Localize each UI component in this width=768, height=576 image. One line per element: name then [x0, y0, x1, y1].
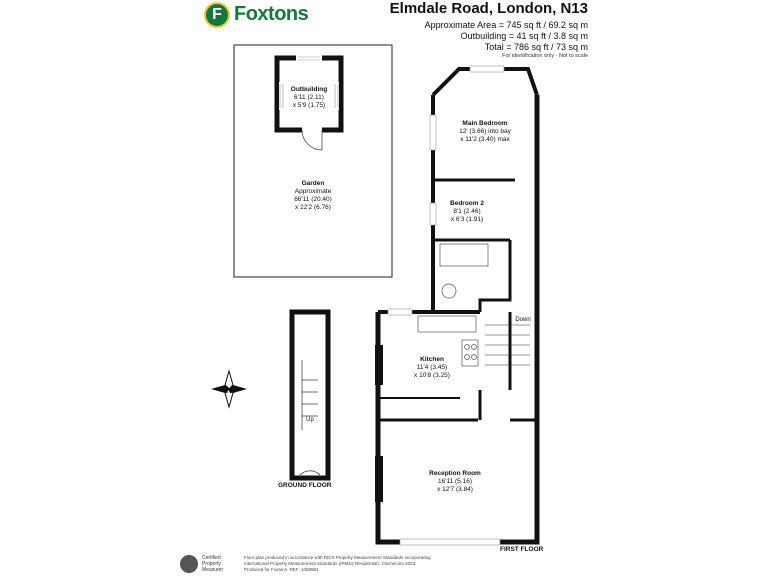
property-title: Elmdale Road, London, N13 [389, 0, 588, 17]
logo-letter: F [204, 2, 230, 28]
area-line: Total = 786 sq ft / 73 sq m [484, 42, 588, 52]
logo-text: Foxtons [234, 3, 309, 25]
compass-icon: N [211, 369, 247, 409]
kitchen-label: Kitchen 11'4 (3.45) x 10'8 (3.25) [414, 356, 450, 379]
chimney-breast [375, 456, 383, 502]
stair-down-label: Down [515, 317, 531, 323]
reception-room-label: Reception Room 16'11 (5.16) x 12'7 (3.84… [429, 470, 481, 493]
rics-logo-icon [180, 555, 198, 573]
first-floor-stair [485, 324, 530, 366]
main-bedroom-label: Main Bedroom 12' (3.66) into bay x 11'2 … [459, 120, 511, 143]
kitchen-fixtures [417, 315, 479, 367]
outbuilding-label: Outbuilding 6'11 (2.11) x 5'9 (1.75) [290, 86, 328, 109]
bedroom2-label: Bedroom 2 8'1 (2.46) x 6'3 (1.91) [450, 200, 484, 223]
outbuilding-walls [274, 55, 344, 151]
first-floor-label: FIRST FLOOR [500, 546, 544, 553]
compass-letter: N [226, 385, 233, 395]
footer-note: Floor plan produced in accordance with R… [244, 555, 431, 572]
ground-floor-stair [289, 309, 331, 481]
garden-label: Garden Approximate 66'11 (20.40) x 22'2 … [294, 180, 332, 211]
area-line: Outbuilding = 41 sq ft / 3.8 sq m [460, 31, 588, 41]
garden-boundary [233, 44, 393, 278]
bathroom-fixtures [439, 243, 489, 299]
area-summary: Approximate Area = 745 sq ft / 69.2 sq m… [425, 20, 588, 53]
area-line: Approximate Area = 745 sq ft / 69.2 sq m [424, 20, 588, 30]
chimney-breast [375, 345, 383, 385]
rics-badge: Certified Property Measurer [180, 555, 240, 575]
scale-note: For identification only - Not to scale [502, 53, 588, 59]
rics-text: Certified Property Measurer [202, 555, 224, 573]
stair-up-label: Up [306, 417, 314, 423]
ground-floor-label: GROUND FLOOR [278, 482, 332, 489]
foxtons-logo: F Foxtons [204, 2, 309, 28]
windows [387, 65, 505, 546]
